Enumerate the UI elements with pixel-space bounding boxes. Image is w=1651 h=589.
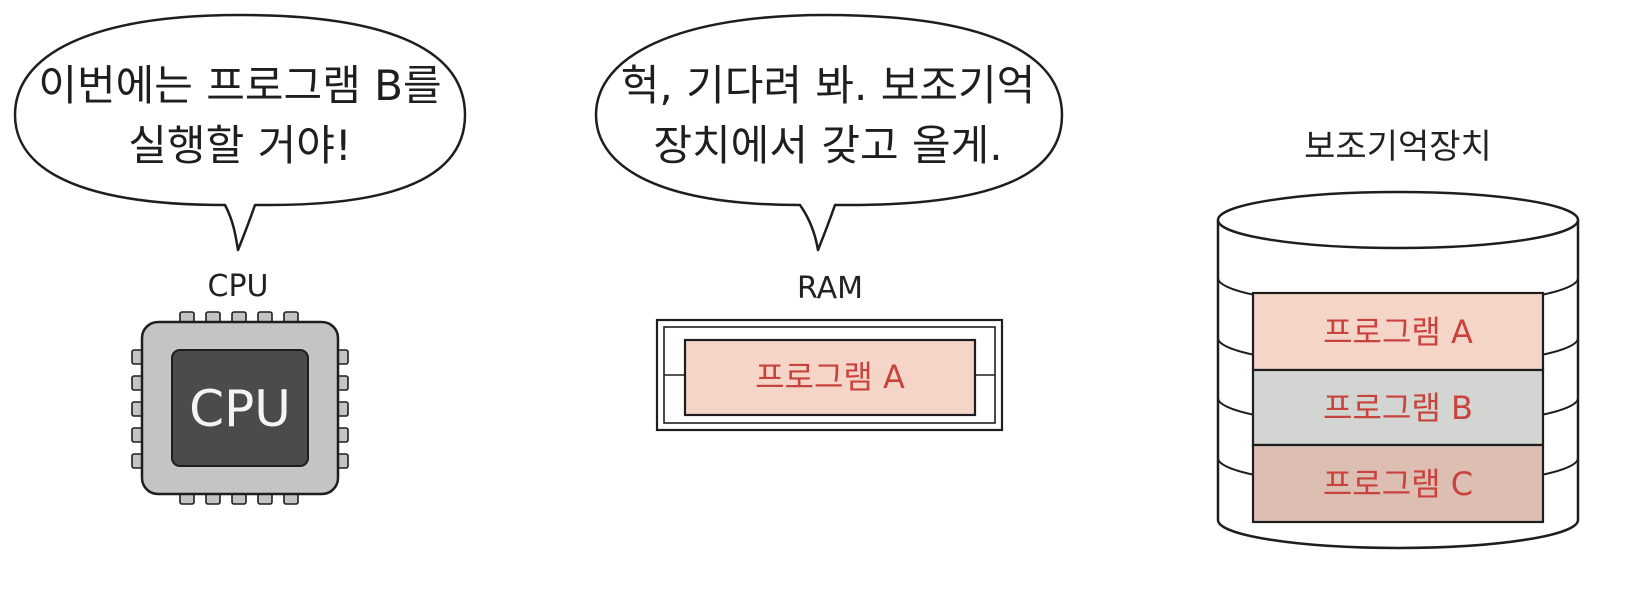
ram-bubble-line-2: 장치에서 갖고 올게.: [653, 121, 1002, 170]
storage-program-c-block: [1251, 443, 1545, 524]
cpu-bubble-shape: [13, 13, 467, 252]
cpu-chip-label: CPU: [189, 380, 291, 438]
storage-program-c-label: 프로그램 C: [1323, 465, 1473, 503]
storage-cylinder: 프로그램 A 프로그램 B 프로그램 C: [1216, 190, 1580, 550]
cpu-chip-die: [171, 349, 309, 467]
ram-speech-bubble: 헉, 기다려 봐. 보조기억 장치에서 갖고 올게.: [594, 13, 1064, 252]
ram-program-a-block: [683, 338, 977, 417]
cpu-speech-bubble: 이번에는 프로그램 B를 실행할 거야!: [13, 13, 467, 252]
ram-label: RAM: [797, 271, 863, 306]
ram-bubble-line-1: 헉, 기다려 봐. 보조기억: [621, 61, 1036, 110]
storage-program-a-block: [1251, 291, 1545, 372]
storage-program-b-label: 프로그램 B: [1323, 389, 1473, 427]
storage-program-a-label: 프로그램 A: [1323, 313, 1473, 351]
storage-program-b-block: [1251, 368, 1545, 447]
cpu-bubble-line-2: 실행할 거야!: [128, 121, 351, 170]
cpu-bubble-line-1: 이번에는 프로그램 B를: [38, 61, 441, 110]
cpu-chip-icon: CPU: [131, 311, 349, 505]
ram-module: 프로그램 A: [655, 318, 1004, 432]
ram-program-a-label: 프로그램 A: [755, 358, 905, 396]
storage-cylinder-top: [1216, 190, 1580, 250]
storage-title: 보조기억장치: [1304, 127, 1492, 167]
cpu-label: CPU: [208, 269, 269, 304]
ram-bubble-shape: [594, 13, 1064, 252]
